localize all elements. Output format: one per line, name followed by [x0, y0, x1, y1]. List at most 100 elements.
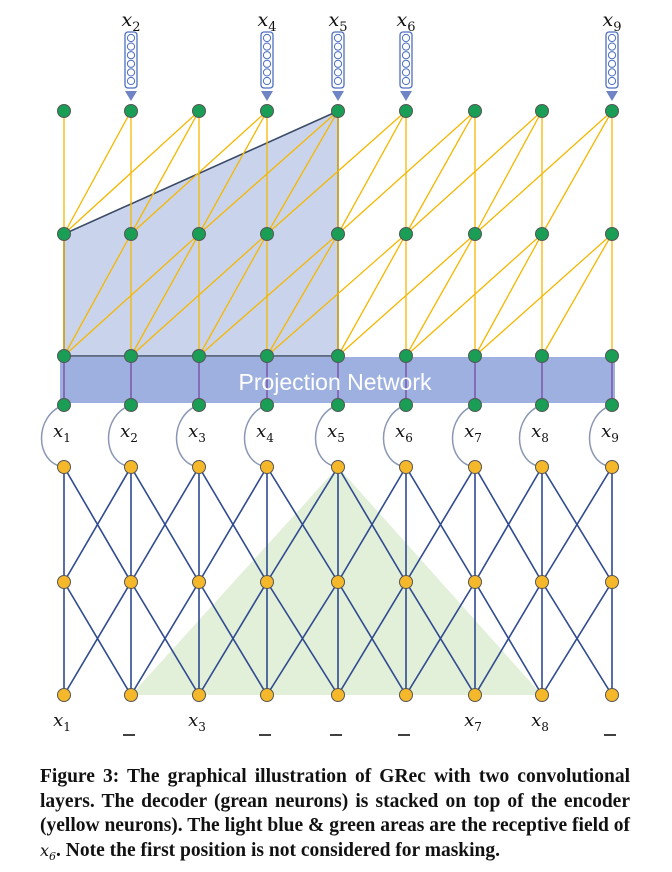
position-label-middle: x7	[464, 421, 482, 445]
projection-neuron	[331, 398, 345, 412]
network-edges	[40, 110, 613, 696]
decoder-neuron-top	[605, 104, 619, 118]
encoder-neuron-bottom	[331, 688, 345, 702]
decoder-edge	[266, 233, 407, 357]
input-arrow	[400, 91, 412, 101]
decoder-neuron-middle	[57, 227, 71, 241]
input-arrow	[606, 91, 618, 101]
encoder-neuron-bottom	[124, 688, 138, 702]
decoder-neuron-bottom	[399, 349, 413, 363]
position-label-bottom: x3	[188, 710, 206, 734]
position-label-middle: x6	[395, 421, 413, 445]
decoder-neuron-bottom	[331, 349, 345, 363]
projection-neuron	[535, 398, 549, 412]
input-vector-cell	[401, 59, 411, 68]
encoder-edge	[474, 581, 543, 696]
input-arrow	[332, 91, 344, 101]
input-vector-cell	[262, 68, 272, 77]
decoder-edge	[198, 233, 339, 357]
input-vector-cell	[262, 76, 272, 86]
decoder-edge	[63, 233, 132, 357]
encoder-to-projection-arc	[518, 404, 543, 468]
decoder-neuron-bottom	[535, 349, 549, 363]
encoder-neuron-middle	[331, 575, 345, 589]
decoder-neuron-bottom	[57, 349, 71, 363]
encoder-edge	[63, 466, 132, 583]
encoder-edge	[474, 466, 543, 583]
position-label-middle: x5	[327, 421, 345, 445]
encoder-neuron-bottom	[192, 688, 206, 702]
input-vector-cell	[262, 42, 272, 51]
encoder-neuron-middle	[124, 575, 138, 589]
decoder-edge	[337, 110, 407, 235]
decoder-edge	[266, 233, 339, 357]
decoder-neuron-middle	[399, 227, 413, 241]
position-label-middle: x1	[53, 421, 71, 445]
input-vector-cell	[607, 42, 617, 51]
input-vector-cell	[333, 68, 343, 77]
projection-neuron	[399, 398, 413, 412]
decoder-edge	[198, 110, 339, 235]
input-vector-cell	[607, 33, 617, 43]
decoder-neuron-top	[260, 104, 274, 118]
input-vector-cell	[401, 76, 411, 86]
top-input-vectors	[124, 31, 619, 101]
decoder-neuron-top	[192, 104, 206, 118]
decoder-neuron-bottom	[260, 349, 274, 363]
input-vector-cell	[333, 59, 343, 68]
encoder-neuron-middle	[57, 575, 71, 589]
projection-neuron	[605, 398, 619, 412]
encoder-edge	[130, 466, 200, 583]
encoder-neuron-top	[468, 460, 482, 474]
encoder-to-projection-arc	[243, 404, 268, 468]
masked-position-label: _	[609, 732, 611, 733]
input-vector-cell	[401, 42, 411, 51]
input-vector-cell	[126, 68, 136, 77]
projection-neuron	[192, 398, 206, 412]
decoder-edge	[130, 233, 200, 357]
input-vector-cell	[607, 51, 617, 60]
masked-position-label: _	[264, 732, 266, 733]
decoder-edge	[405, 110, 543, 235]
caption-text-before: The graphical illustration of GRec with …	[40, 766, 630, 836]
input-vector-cell	[607, 68, 617, 77]
decoder-neuron-top	[535, 104, 549, 118]
encoder-neuron-bottom	[605, 688, 619, 702]
caption-math-var: x6	[40, 840, 57, 863]
input-vector-cell	[401, 68, 411, 77]
encoder-edge	[541, 466, 613, 583]
decoder-edge	[130, 110, 200, 235]
encoder-neuron-middle	[192, 575, 206, 589]
decoder-neuron-middle	[468, 227, 482, 241]
input-vector-x4	[260, 31, 274, 101]
input-vector-cell	[262, 51, 272, 60]
decoder-neuron-top	[124, 104, 138, 118]
input-vector-cell	[333, 51, 343, 60]
position-label-bottom: x8	[531, 710, 549, 734]
decoder-neuron-middle	[331, 227, 345, 241]
encoder-edge	[266, 466, 339, 583]
input-vector-cell	[401, 51, 411, 60]
encoder-edge	[405, 581, 476, 696]
input-vector-cell	[126, 51, 136, 60]
masked-position-label: _	[403, 732, 405, 733]
decoder-edge	[198, 233, 268, 357]
position-label-bottom: x7	[464, 710, 482, 734]
encoder-edge	[63, 581, 132, 696]
encoder-edge	[130, 581, 200, 696]
masked-position-label: _	[335, 732, 337, 733]
input-vector-x5	[331, 31, 345, 101]
encoder-neuron-bottom	[399, 688, 413, 702]
input-vector-cell	[262, 33, 272, 43]
encoder-edge	[337, 466, 407, 583]
encoder-to-projection-arc	[382, 404, 407, 468]
decoder-neuron-middle	[260, 227, 274, 241]
encoder-to-projection-arc	[40, 404, 65, 468]
input-vector-x9	[605, 31, 619, 101]
encoder-neuron-bottom	[535, 688, 549, 702]
encoder-edge	[198, 581, 268, 696]
caption-text-after: . Note the first position is not conside…	[56, 839, 501, 861]
encoder-neuron-middle	[605, 575, 619, 589]
input-vector-cell	[401, 33, 411, 43]
